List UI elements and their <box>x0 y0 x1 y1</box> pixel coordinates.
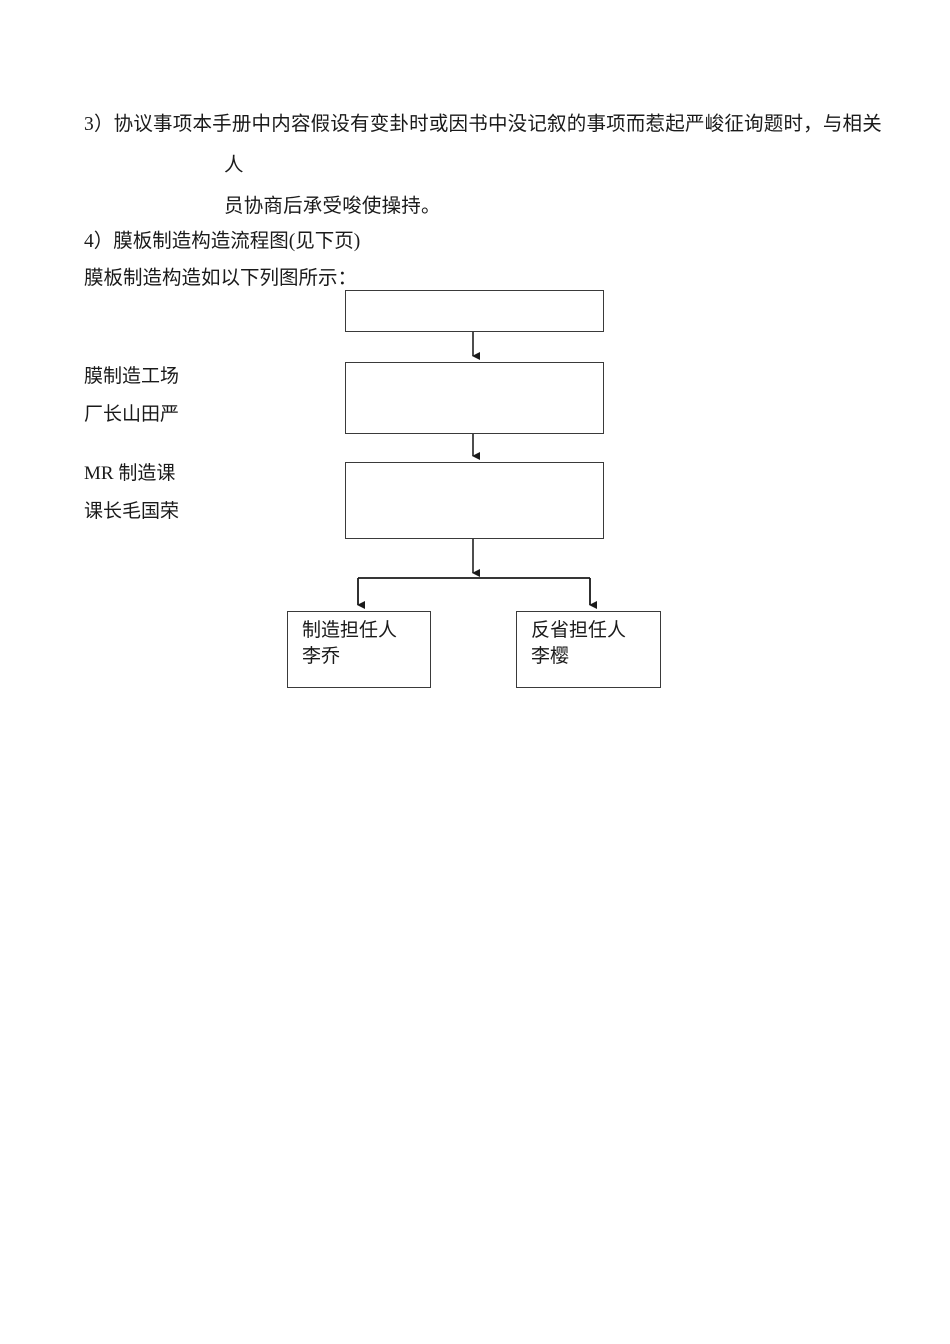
side-label-section: MR 制造课 课长毛国荣 <box>84 455 179 531</box>
side-label-section-line-1: MR 制造课 <box>84 463 176 484</box>
flow-box-production-owner-label: 制造担任人 李乔 <box>302 620 398 667</box>
side-label-factory-line-2: 厂长山田严 <box>84 404 180 425</box>
flow-box-inspection-owner[interactable]: 反省担任人 李樱 <box>516 611 661 688</box>
paragraph-item-4-line-2: 膜板制造构造如以下列图所示： <box>84 268 358 289</box>
flow-box-3[interactable] <box>345 462 604 539</box>
paragraph-line-3: 员协商后承受唆使操持。 <box>224 196 441 217</box>
paragraph-line-1: 3）协议事项本手册中内容假设有变卦时或因书中没记叙的事项而惹起严峻征询题时，与相… <box>84 114 882 135</box>
flow-box-2[interactable] <box>345 362 604 434</box>
paragraph-item-4-line-1: 4）膜板制造构造流程图(见下页) <box>84 231 361 252</box>
flow-box-inspection-owner-label: 反省担任人 李樱 <box>531 620 627 667</box>
side-label-factory: 膜制造工场 厂长山田严 <box>84 358 179 434</box>
paragraph-item-3: 3）协议事项本手册中内容假设有变卦时或因书中没记叙的事项而惹起严峻征询题时，与相… <box>84 104 884 227</box>
side-label-factory-line-1: 膜制造工场 <box>84 366 180 387</box>
flow-box-production-owner[interactable]: 制造担任人 李乔 <box>287 611 431 688</box>
paragraph-line-2: 人 <box>224 155 244 176</box>
flow-box-1[interactable] <box>345 290 604 332</box>
side-label-section-line-2: 课长毛国荣 <box>84 501 180 522</box>
